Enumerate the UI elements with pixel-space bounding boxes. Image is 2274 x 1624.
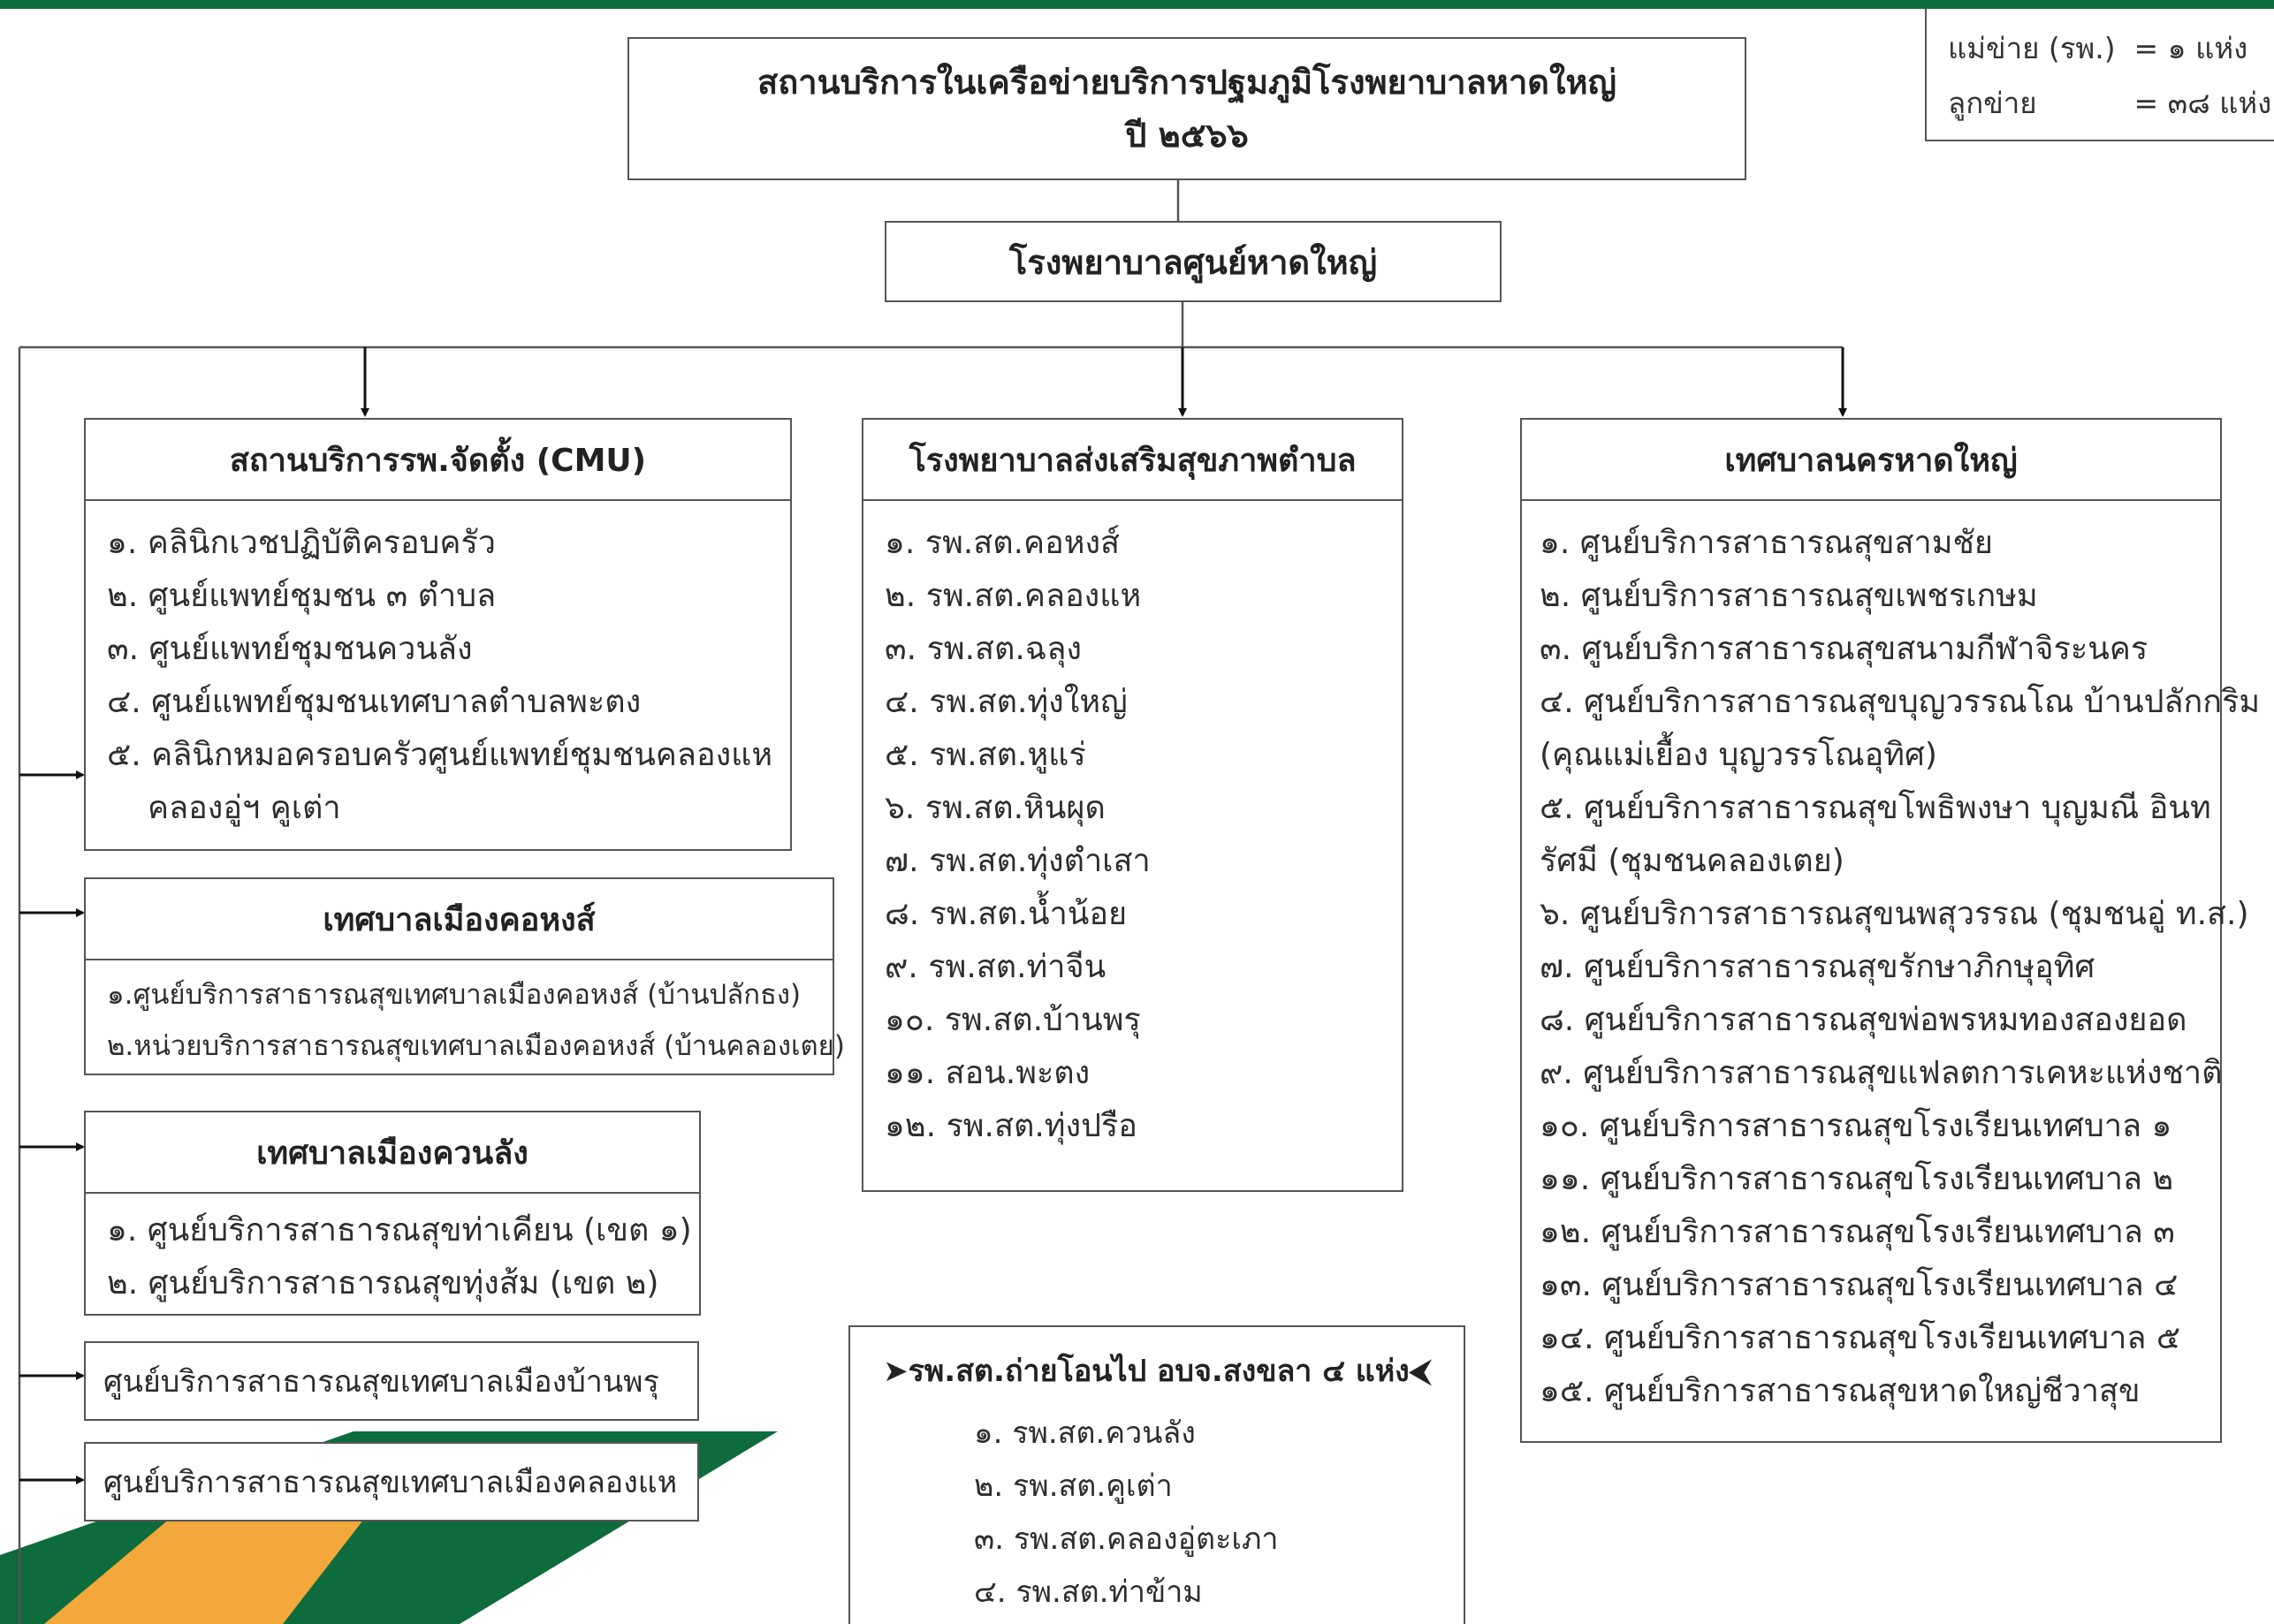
list-item: ๑๕. ศูนย์บริการสาธารณสุขหาดใหญ่ชีวาสุข [1540, 1373, 2141, 1409]
khuanlang-box: เทศบาลเมืองควนลัง ๑. ศูนย์บริการสาธารณสุ… [84, 1111, 701, 1316]
cmu-title: สถานบริการรพ.จัดตั้ง (CMU) [86, 420, 790, 501]
legend-main-row: แม่ข่าย (รพ.) = ๑ แห่ง [1948, 21, 2274, 76]
list-item: ๒. ศูนย์บริการสาธารณสุขทุ่งส้ม (เขต ๒) [107, 1265, 659, 1301]
rphst-list: ๑. รพ.สต.คอหงส์ ๒. รพ.สต.คลองแห ๓. รพ.สต… [863, 501, 1402, 1153]
center-hospital-label: โรงพยาบาลศูนย์หาดใหญ่ [1008, 242, 1378, 282]
khohong-box: เทศบาลเมืองคอหงส์ ๑.ศูนย์บริการสาธารณสุข… [84, 877, 845, 1075]
list-item: ๑๐. ศูนย์บริการสาธารณสุขโรงเรียนเทศบาล ๑ [1540, 1108, 2172, 1144]
list-item: ๑. ศูนย์บริการสาธารณสุขท่าเคียน (เขต ๑) [107, 1212, 692, 1248]
list-item: ๑๑. สอน.พะตง [885, 1055, 1091, 1091]
list-item: ๒.หน่วยบริการสาธารณสุขเทศบาลเมืองคอหงส์ … [107, 1030, 845, 1062]
list-item: ๑.ศูนย์บริการสาธารณสุขเทศบาลเมืองคอหงส์ … [107, 979, 802, 1011]
list-item: ๒. ศูนย์บริการสาธารณสุขเพชรเกษม [1540, 578, 2038, 614]
top-green-bar [0, 0, 2274, 9]
legend-box: แม่ข่าย (รพ.) = ๑ แห่ง ลูกข่าย = ๓๘ แห่ง [1925, 9, 2274, 141]
list-item: ๒. ศูนย์แพทย์ชุมชน ๓ ตำบล [107, 578, 497, 614]
rphst-title: โรงพยาบาลส่งเสริมสุขภาพตำบล [863, 420, 1402, 501]
list-item: ๖. รพ.สต.หินผุด [885, 790, 1106, 826]
list-item: ๑๒. รพ.สต.ทุ่งปรือ [885, 1108, 1137, 1144]
list-item: ๑๑. ศูนย์บริการสาธารณสุขโรงเรียนเทศบาล ๒ [1540, 1161, 2174, 1197]
center-hospital-box: โรงพยาบาลศูนย์หาดใหญ่ [885, 221, 1502, 302]
list-item: ๑. รพ.สต.ควนลัง [974, 1415, 1196, 1451]
list-item: ๔. รพ.สต.ทุ่งใหญ่ [885, 684, 1128, 720]
list-item: ๕. รพ.สต.หูแร่ [885, 737, 1086, 773]
list-item: ๑๐. รพ.สต.บ้านพรุ [885, 1002, 1141, 1038]
khlonghae-label: ศูนย์บริการสาธารณสุขเทศบาลเมืองคลองแห [103, 1465, 678, 1500]
list-item: ๑. คลินิกเวชปฏิบัติครอบครัว [107, 525, 497, 561]
list-item: ๒. รพ.สต.คูเต่า [974, 1468, 1173, 1504]
list-item: ๑๓. ศูนย์บริการสาธารณสุขโรงเรียนเทศบาล ๔ [1540, 1267, 2179, 1303]
municipality-list: ๑. ศูนย์บริการสาธารณสุขสามชัย ๒. ศูนย์บร… [1522, 501, 2261, 1418]
list-item: ๙. ศูนย์บริการสาธารณสุขแฟลตการเคหะแห่งชา… [1540, 1055, 2223, 1091]
list-item: ๑. ศูนย์บริการสาธารณสุขสามชัย [1540, 525, 1993, 561]
list-item: ๔. ศูนย์แพทย์ชุมชนเทศบาลตำบลพะตง [107, 684, 642, 720]
list-item: ๕. ศูนย์บริการสาธารณสุขโพธิพงษา บุญมณี อ… [1540, 790, 2211, 826]
diagram-title-box: สถานบริการในเครือข่ายบริการปฐมภูมิโรงพยา… [627, 37, 1746, 180]
banphru-label: ศูนย์บริการสาธารณสุขเทศบาลเมืองบ้านพรุ [103, 1364, 659, 1400]
list-item: ๑. รพ.สต.คอหงส์ [885, 525, 1121, 561]
list-item: ๓. รพ.สต.คลองอู่ตะเภา [974, 1522, 1279, 1557]
list-item: ๑๔. ศูนย์บริการสาธารณสุขโรงเรียนเทศบาล ๕ [1540, 1320, 2181, 1356]
transfer-list: ๑. รพ.สต.ควนลัง ๒. รพ.สต.คูเต่า ๓. รพ.สต… [850, 1394, 1464, 1619]
list-item: ๕. คลินิกหมอครอบครัวศูนย์แพทย์ชุมชนคลองแ… [107, 737, 773, 773]
list-item: ๙. รพ.สต.ท่าจีน [885, 949, 1107, 985]
legend-main-value: = ๑ แห่ง [2133, 31, 2248, 65]
legend-sub-value: = ๓๘ แห่ง [2133, 86, 2272, 120]
list-item: ๓. รพ.สต.ฉลุง [885, 631, 1082, 667]
municipality-box: เทศบาลนครหาดใหญ่ ๑. ศูนย์บริการสาธารณสุข… [1520, 418, 2261, 1443]
rphst-box: โรงพยาบาลส่งเสริมสุขภาพตำบล ๑. รพ.สต.คอห… [862, 418, 1403, 1192]
list-item: คลองอู่ฯ คูเต่า [148, 790, 341, 826]
khohong-list: ๑.ศูนย์บริการสาธารณสุขเทศบาลเมืองคอหงส์ … [86, 960, 845, 1072]
list-item: ๔. ศูนย์บริการสาธารณสุขบุญวรรณโณ บ้านปลั… [1540, 684, 2261, 720]
list-item: ๘. รพ.สต.น้ำน้อย [885, 896, 1128, 932]
title-line-2: ปี ๒๕๖๖ [1125, 116, 1249, 155]
list-item: ๓. ศูนย์แพทย์ชุมชนควนลัง [107, 631, 473, 667]
cmu-box: สถานบริการรพ.จัดตั้ง (CMU) ๑. คลินิกเวชป… [84, 418, 792, 851]
khlonghae-box: ศูนย์บริการสาธารณสุขเทศบาลเมืองคลองแห [84, 1442, 699, 1522]
list-item: ๗. ศูนย์บริการสาธารณสุขรักษาภิกษุอุทิศ [1540, 949, 2095, 985]
legend-main-label: แม่ข่าย (รพ.) [1948, 31, 2116, 65]
banphru-box: ศูนย์บริการสาธารณสุขเทศบาลเมืองบ้านพรุ [84, 1341, 699, 1421]
list-item: ๖. ศูนย์บริการสาธารณสุขนพสุวรรณ (ชุมชนอู… [1540, 896, 2249, 932]
list-item: ๒. รพ.สต.คลองแห [885, 578, 1142, 614]
list-item: ๓. ศูนย์บริการสาธารณสุขสนามกีฬาจิระนคร [1540, 631, 2149, 667]
cmu-list: ๑. คลินิกเวชปฏิบัติครอบครัว ๒. ศูนย์แพทย… [86, 501, 790, 835]
list-item: ๔. รพ.สต.ท่าข้าม [974, 1575, 1203, 1610]
transfer-box: ➤รพ.สต.ถ่ายโอนไป อบจ.สงขลา ๔ แห่ง⮜ ๑. รพ… [848, 1325, 1465, 1624]
title-line-1: สถานบริการในเครือข่ายบริการปฐมภูมิโรงพยา… [757, 63, 1616, 102]
khuanlang-list: ๑. ศูนย์บริการสาธารณสุขท่าเคียน (เขต ๑) … [86, 1194, 699, 1310]
list-item: รัศมี (ชุมชนคลองเตย) [1540, 843, 1844, 879]
legend-sub-row: ลูกข่าย = ๓๘ แห่ง [1948, 76, 2274, 131]
khuanlang-title: เทศบาลเมืองควนลัง [86, 1112, 699, 1194]
legend-sub-label: ลูกข่าย [1948, 86, 2037, 120]
transfer-title: ➤รพ.สต.ถ่ายโอนไป อบจ.สงขลา ๔ แห่ง⮜ [883, 1354, 1431, 1389]
khohong-title: เทศบาลเมืองคอหงส์ [86, 879, 833, 960]
list-item: ๗. รพ.สต.ทุ่งตำเสา [885, 843, 1151, 879]
list-item: ๘. ศูนย์บริการสาธารณสุขพ่อพรหมทองสองยอด [1540, 1002, 2187, 1038]
list-item: ๑๒. ศูนย์บริการสาธารณสุขโรงเรียนเทศบาล ๓ [1540, 1214, 2175, 1250]
municipality-title: เทศบาลนครหาดใหญ่ [1522, 420, 2220, 501]
list-item: (คุณแม่เยื้อง บุญวรรโณอุทิศ) [1540, 737, 1937, 773]
